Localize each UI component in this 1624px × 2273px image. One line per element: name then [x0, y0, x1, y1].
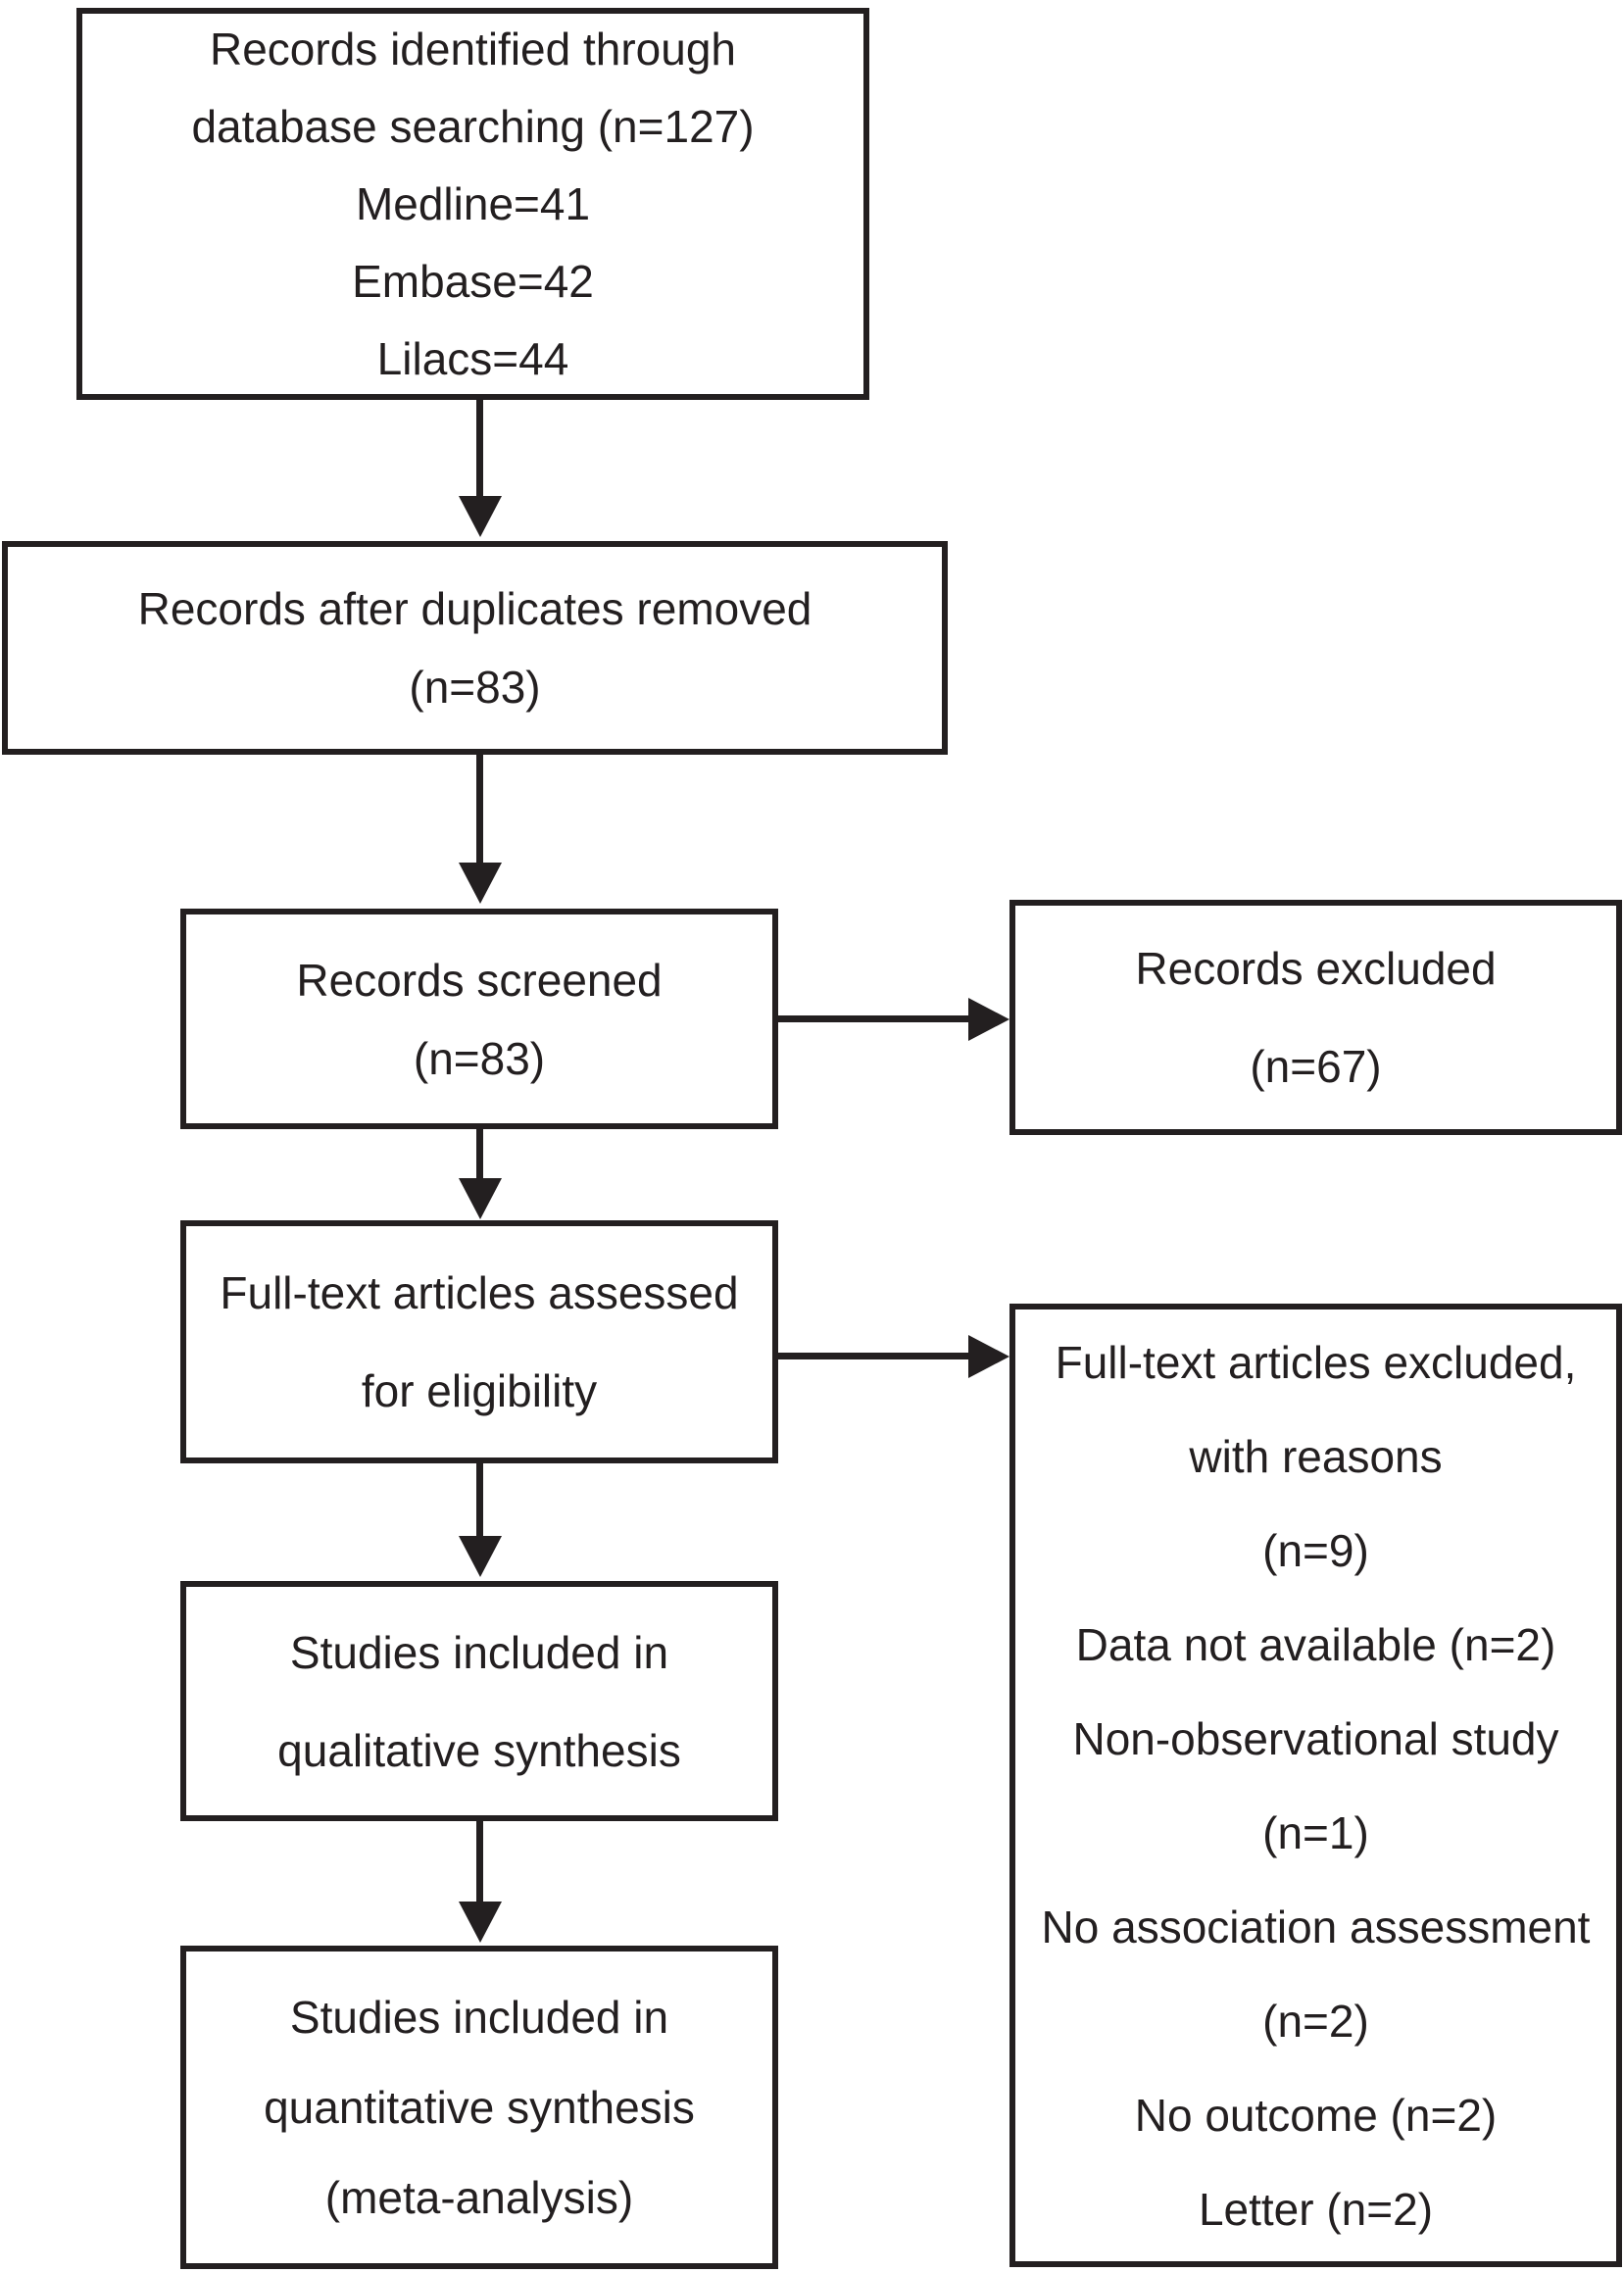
- connector-qualitative-to-quantitative-line: [476, 1821, 483, 1903]
- arrow-down-icon: [459, 1902, 502, 1943]
- box-duplicates-removed: Records after duplicates removed (n=83): [2, 541, 948, 755]
- connector-identified-to-duplicates-line: [476, 400, 483, 498]
- box-records-excluded: Records excluded (n=67): [1009, 900, 1622, 1135]
- arrow-right-icon: [968, 1335, 1009, 1378]
- box-qualitative-synthesis: Studies included in qualitative synthesi…: [180, 1581, 778, 1821]
- box-quantitative-synthesis: Studies included in quantitative synthes…: [180, 1946, 778, 2269]
- arrow-down-icon: [459, 1536, 502, 1577]
- box-records-identified: Records identified through database sear…: [76, 8, 869, 400]
- connector-duplicates-to-screened-line: [476, 755, 483, 865]
- box-fulltext-excluded: Full-text articles excluded, with reason…: [1009, 1304, 1622, 2267]
- connector-fulltext-to-qualitative-line: [476, 1463, 483, 1538]
- box-records-screened: Records screened (n=83): [180, 909, 778, 1129]
- arrow-down-icon: [459, 1178, 502, 1219]
- connector-screened-to-fulltext-line: [476, 1129, 483, 1180]
- arrow-down-icon: [459, 863, 502, 904]
- connector-fulltext-to-excluded-line: [778, 1353, 970, 1359]
- arrow-right-icon: [968, 998, 1009, 1041]
- connector-screened-to-excluded-line: [778, 1015, 970, 1022]
- arrow-down-icon: [459, 496, 502, 537]
- box-fulltext-assessed: Full-text articles assessed for eligibil…: [180, 1220, 778, 1463]
